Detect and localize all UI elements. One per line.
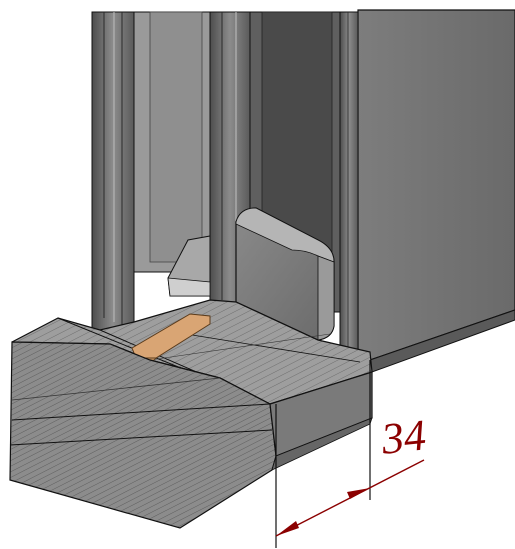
- dimension-annotation: 34: [275, 410, 428, 537]
- dimension-value: 34: [378, 410, 428, 463]
- drain-cover: [167, 235, 211, 297]
- dimension-arrow-left: [276, 521, 299, 536]
- sill-front: [9, 341, 373, 529]
- stop-block: [235, 207, 335, 341]
- wall-panel: [357, 9, 515, 373]
- dimension-arrow-right: [347, 488, 370, 499]
- frame-profiles: [91, 11, 359, 353]
- extension-lines: [275, 360, 371, 548]
